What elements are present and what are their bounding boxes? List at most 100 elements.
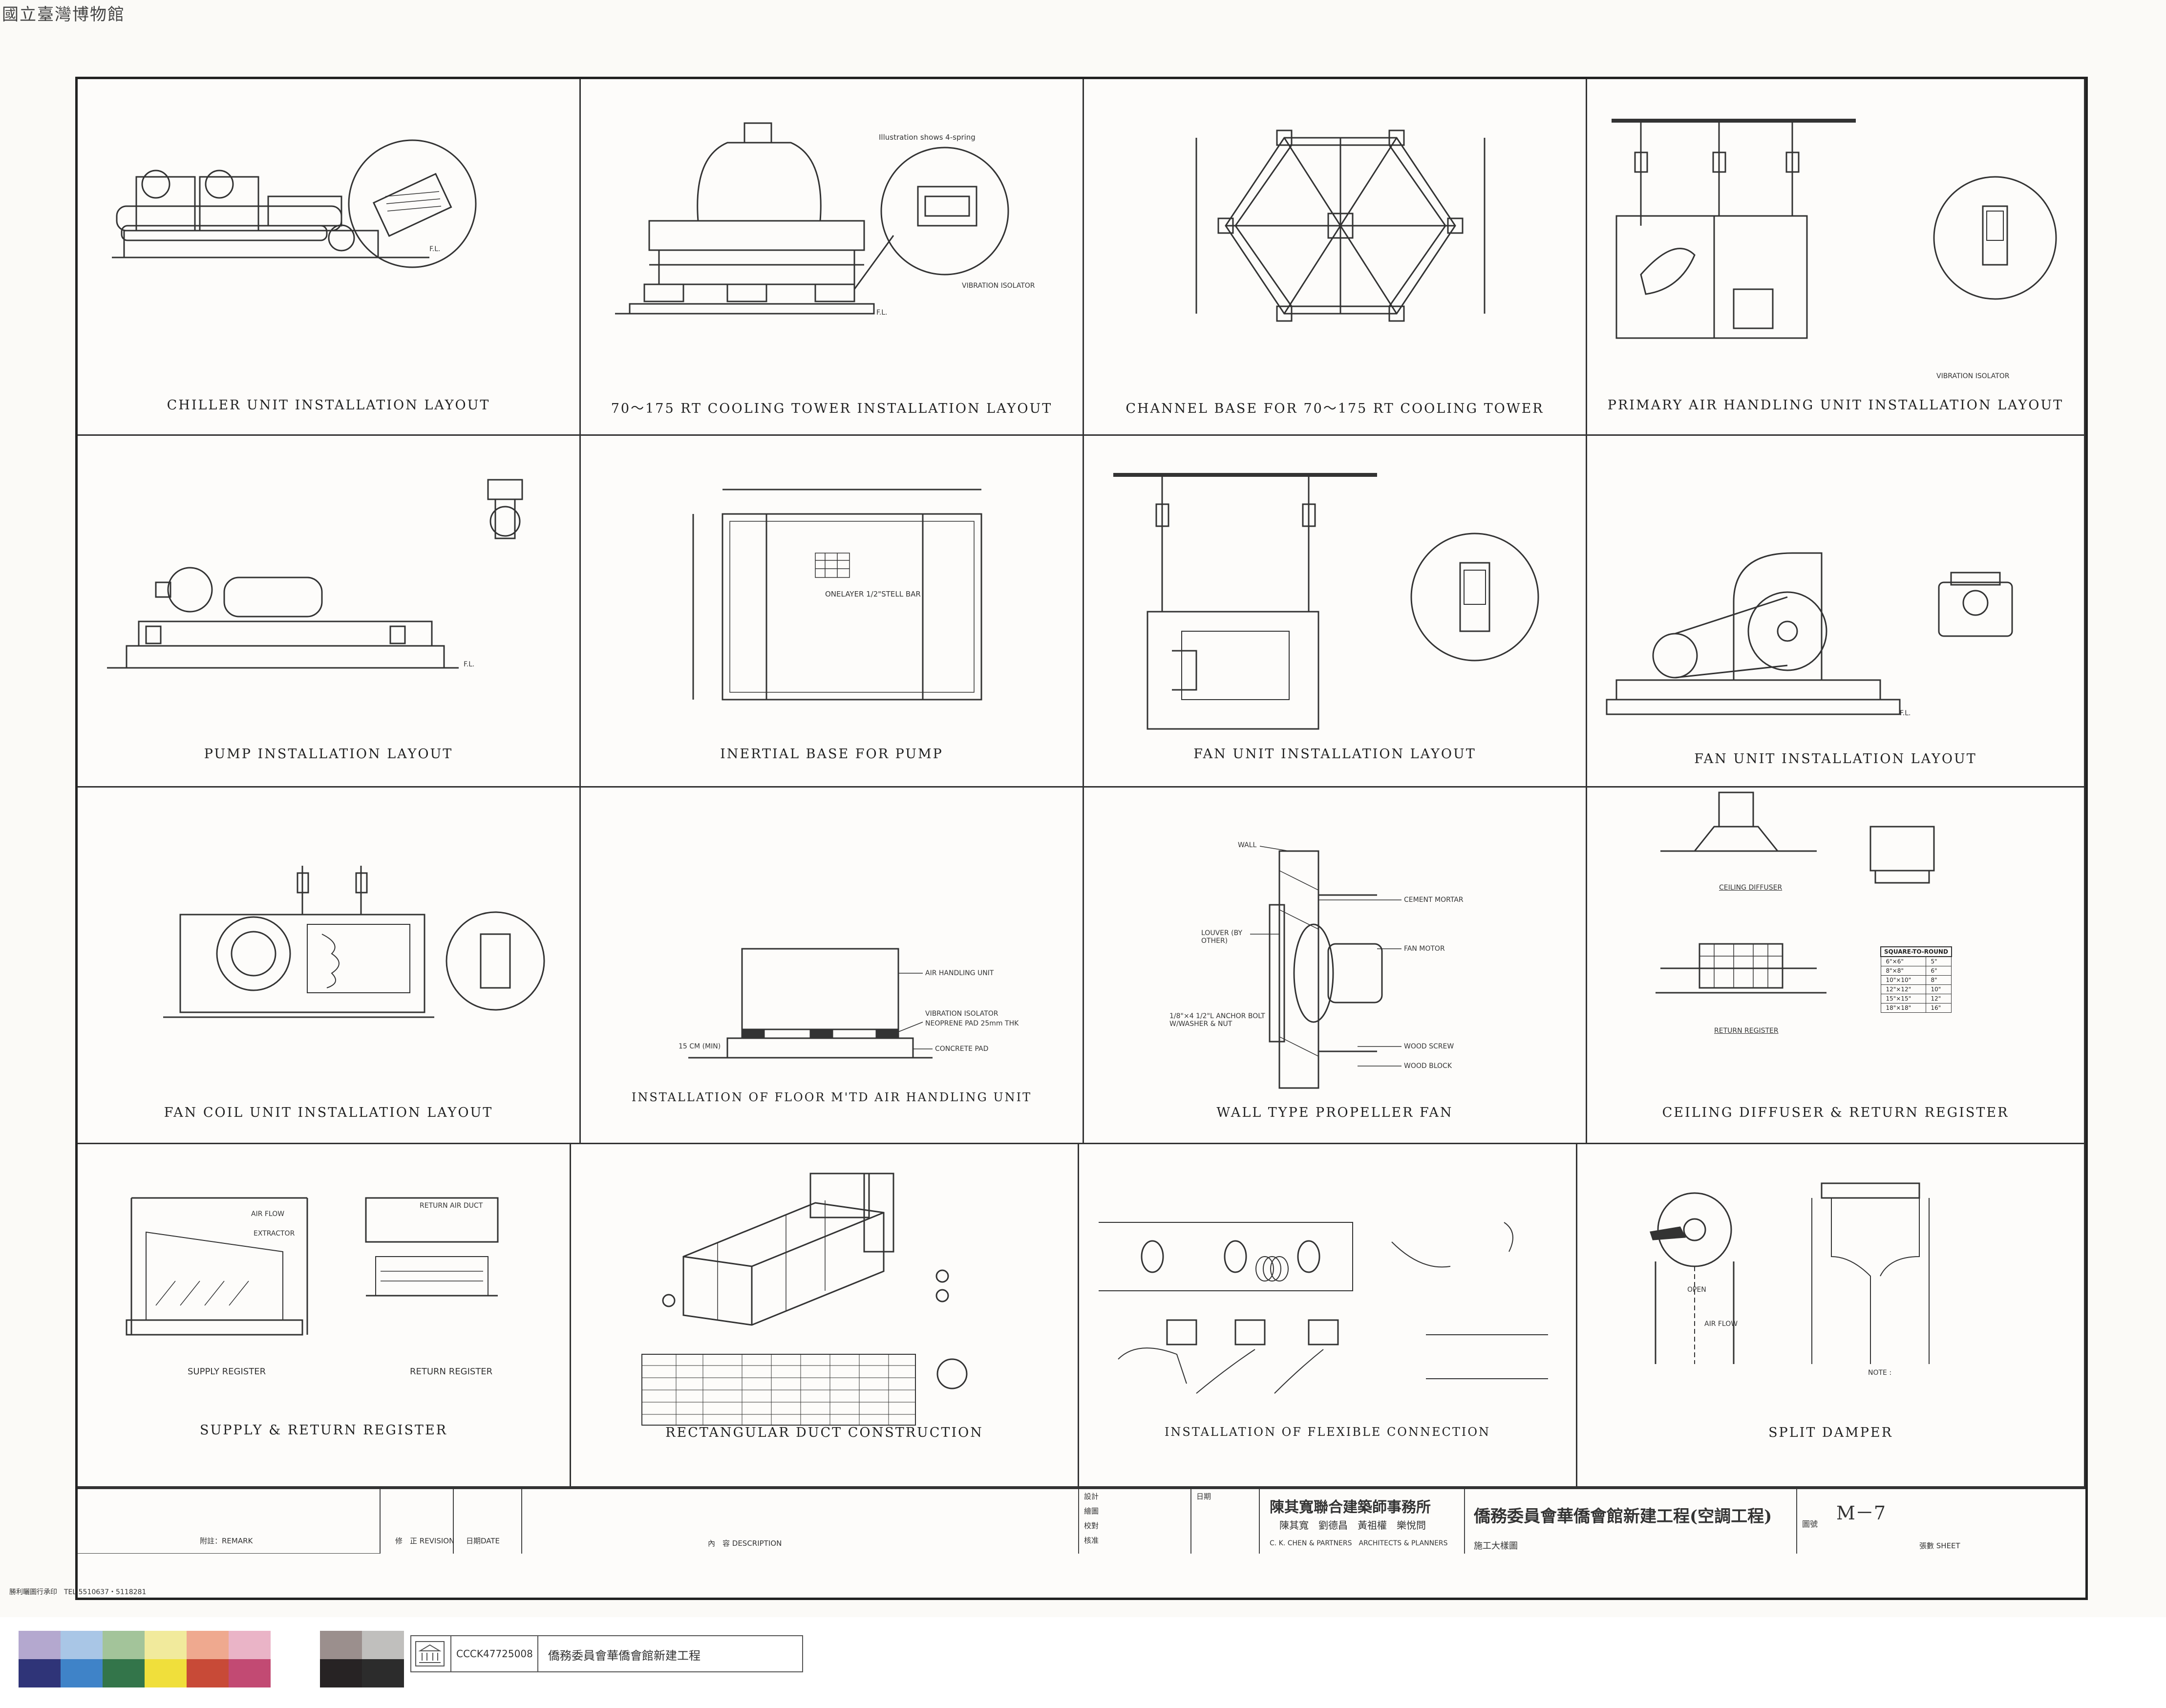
panel-flexible-connection: INSTALLATION OF FLEXIBLE CONNECTION: [1079, 1144, 1577, 1488]
wood-screw-label: WOOD SCREW: [1404, 1043, 1454, 1050]
project-title: 僑務委員會華僑會館新建工程(空調工程): [1474, 1507, 1772, 1526]
vibration-isolator-label: VIBRATION ISOLATOR: [962, 282, 1035, 290]
signature-col: 設計 繪圖 校對 核准: [1079, 1489, 1191, 1554]
date-col: 日期DATE: [454, 1489, 522, 1554]
drawn-label: 繪圖: [1084, 1507, 1099, 1516]
cooling-tower-drawing: [615, 122, 1009, 315]
color-swatch: [61, 1659, 103, 1687]
inertial-base-drawing: [692, 489, 982, 701]
extractor-label: EXTRACTOR: [254, 1230, 295, 1238]
printer-credit: 勝利曬圖行承印 TEL.5510637・5118281: [9, 1588, 147, 1596]
catalog-label: CCCK47725008 僑務委員會華僑會館新建工程: [410, 1635, 803, 1672]
panel-title: SPLIT DAMPER: [1768, 1425, 1893, 1440]
title-block: 附註：REMARK 修 正 REVISION 日期DATE 內 容 DESCRI…: [9, 1488, 2085, 1598]
isolator-label: VIBRATION ISOLATOR: [925, 1010, 998, 1018]
table-cell: 6"×6": [1880, 956, 1926, 966]
panel-title: FAN UNIT INSTALLATION LAYOUT: [1694, 751, 1977, 767]
panel-title: CHANNEL BASE FOR 70～175 RT COOLING TOWER: [1125, 401, 1544, 416]
panel-fan-unit-hung: FAN UNIT INSTALLATION LAYOUT: [1084, 436, 1587, 788]
supply-register-sublabel: SUPPLY REGISTER: [188, 1366, 266, 1377]
date-label: 日期DATE: [466, 1537, 500, 1545]
panel-channel-base: CHANNEL BASE FOR 70～175 RT COOLING TOWER: [1084, 79, 1587, 436]
square-to-round-header: SQUARE-TO-ROUND: [1880, 946, 1952, 957]
wall-label: WALL: [1238, 841, 1257, 849]
color-swatch: [145, 1659, 187, 1687]
table-cell: 6": [1925, 966, 1952, 976]
table-cell: 12"×12": [1880, 984, 1926, 994]
detail-grid: F.L. CHILLER UNIT INSTALLATION LAYOUT Il…: [78, 79, 2085, 1488]
panel-split-damper: OPEN AIR FLOW NOTE : SPLIT DAMPER: [1577, 1144, 2085, 1488]
table-cell: 12": [1925, 994, 1952, 1003]
color-swatch: [187, 1659, 229, 1687]
drawing-sheet: F.L. CHILLER UNIT INSTALLATION LAYOUT Il…: [9, 77, 2088, 1600]
panel-title: CHILLER UNIT INSTALLATION LAYOUT: [167, 398, 490, 413]
table-cell: 8": [1925, 975, 1952, 985]
panel-inertial-base: ONELAYER 1/2"STELL BAR INERTIAL BASE FOR…: [581, 436, 1084, 788]
ceiling-diffuser-drawing: [1656, 791, 1935, 994]
institution-logo-icon: [415, 1641, 445, 1666]
firm-name-cn: 陳其寬聯合建築師事務所: [1270, 1499, 1431, 1516]
table-cell: 10"×10": [1880, 975, 1926, 985]
color-swatch: [320, 1659, 362, 1687]
color-swatch: [61, 1631, 103, 1659]
table-cell: 15"×15": [1880, 994, 1926, 1003]
panel-chiller: F.L. CHILLER UNIT INSTALLATION LAYOUT: [78, 79, 581, 436]
return-register-sublabel: RETURN REGISTER: [1714, 1027, 1779, 1035]
panel-title: PRIMARY AIR HANDLING UNIT INSTALLATION L…: [1607, 398, 2064, 413]
revision-label: 修 正 REVISION: [395, 1537, 455, 1545]
concrete-pad-label: CONCRETE PAD: [935, 1045, 989, 1053]
panel-propeller-fan: WALL CEMENT MORTAR FAN MOTOR LOUVER (BY …: [1084, 788, 1587, 1144]
drawing-number-label: 圖號: [1802, 1519, 1818, 1529]
panel-fan-unit-floor: F.L. FAN UNIT INSTALLATION LAYOUT: [1587, 436, 2085, 788]
checked-label: 校對: [1084, 1521, 1099, 1530]
chiller-drawing: [112, 139, 477, 268]
panel-primary-ahu: VIBRATION ISOLATOR PRIMARY AIR HANDLING …: [1587, 79, 2085, 436]
panel-title: SUPPLY & RETURN REGISTER: [200, 1423, 447, 1438]
ceiling-diffuser-sublabel: CEILING DIFFUSER: [1719, 884, 1783, 892]
neoprene-label: NEOPRENE PAD 25mm THK: [925, 1020, 1019, 1027]
panel-title: INERTIAL BASE FOR PUMP: [720, 747, 943, 762]
panel-duct-construction: RECTANGULAR DUCT CONSTRUCTION: [571, 1144, 1079, 1488]
square-to-round-table: SQUARE-TO-ROUND 6"×6"5" 8"×8"6" 10"×10"8…: [1880, 946, 1952, 1013]
color-swatch: [145, 1631, 187, 1659]
air-flow-label: AIR FLOW: [251, 1210, 285, 1218]
floor-level-label: F.L.: [876, 309, 888, 317]
channel-base-drawing: [1195, 129, 1486, 322]
color-swatch: [229, 1631, 271, 1659]
color-swatch: [187, 1631, 229, 1659]
fan-unit-floor-drawing: [1606, 552, 2013, 715]
date-short-label: 日期: [1196, 1492, 1211, 1501]
fan-coil-drawing: [163, 866, 545, 1018]
catalog-number: CCCK47725008: [456, 1648, 533, 1660]
remark-label: 附註：REMARK: [200, 1537, 253, 1545]
description-col: 內 容 DESCRIPTION: [522, 1489, 1079, 1554]
firm-partners: 陳其寬 劉德昌 黃祖權 樂悅問: [1279, 1519, 1426, 1531]
panel-fan-coil: FAN COIL UNIT INSTALLATION LAYOUT: [78, 788, 581, 1144]
table-cell: 16": [1925, 1003, 1952, 1013]
panel-title: RECTANGULAR DUCT CONSTRUCTION: [665, 1425, 983, 1440]
air-flow-label: AIR FLOW: [1704, 1320, 1738, 1328]
floor-ahu-drawing: [688, 948, 933, 1059]
panel-supply-return-register: AIR FLOW EXTRACTOR RETURN AIR DUCT SUPPL…: [78, 1144, 571, 1488]
panel-title: PUMP INSTALLATION LAYOUT: [204, 747, 453, 762]
primary-ahu-drawing: [1612, 119, 2057, 339]
cement-mortar-label: CEMENT MORTAR: [1404, 896, 1464, 904]
ahu-label: AIR HANDLING UNIT: [925, 969, 994, 977]
color-swatch: [362, 1659, 404, 1687]
drawing-title: 施工大樣圖: [1474, 1541, 1518, 1551]
revision-col: 修 正 REVISION: [381, 1489, 454, 1554]
archive-strip: [0, 1617, 2166, 1708]
table-cell: 5": [1925, 956, 1952, 966]
color-swatch: [19, 1659, 61, 1687]
firm-box: 陳其寬聯合建築師事務所 陳其寬 劉德昌 黃祖權 樂悅問 C. K. CHEN &…: [1260, 1489, 1465, 1554]
propeller-fan-drawing: [1250, 846, 1402, 1089]
approved-label: 核准: [1084, 1536, 1099, 1545]
split-damper-drawing: [1650, 1182, 1930, 1364]
panel-title: WALL TYPE PROPELLER FAN: [1216, 1105, 1453, 1120]
panel-title: CEILING DIFFUSER & RETURN REGISTER: [1662, 1105, 2009, 1120]
project-box: 僑務委員會華僑會館新建工程(空調工程) 施工大樣圖: [1465, 1489, 1797, 1554]
fan-unit-hung-drawing: [1113, 473, 1539, 730]
table-cell: 18"×18": [1880, 1003, 1926, 1013]
panel-title: FAN UNIT INSTALLATION LAYOUT: [1193, 747, 1476, 762]
floor-level-label: F.L.: [1900, 709, 1911, 717]
